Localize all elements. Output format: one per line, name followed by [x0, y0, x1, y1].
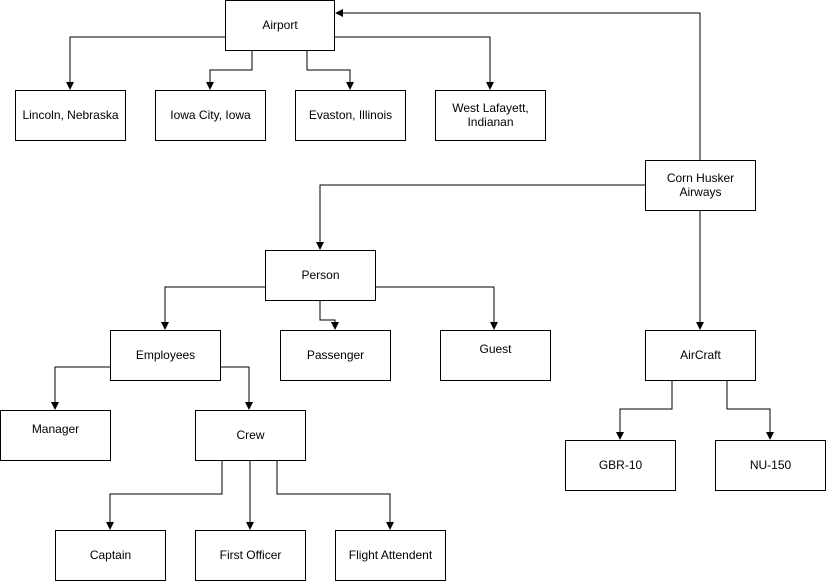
node-iowa-city[interactable]: Iowa City, Iowa: [155, 90, 266, 141]
edge-airport-evaston: [306, 51, 354, 90]
node-gbr-10-label: GBR-10: [598, 457, 643, 472]
node-nu-150[interactable]: NU-150: [715, 440, 826, 491]
node-crew[interactable]: Crew: [195, 410, 306, 461]
edge-airport-lincoln: [66, 36, 225, 90]
node-airport-label: Airport: [262, 17, 298, 32]
node-nu-150-label: NU-150: [749, 457, 792, 472]
node-guest[interactable]: Guest: [440, 330, 551, 381]
edge-employees-crew: [220, 366, 253, 410]
edge-crew-flight-attendent: [276, 460, 394, 530]
node-west-lafayett-label: West Lafayett, Indianan: [452, 100, 529, 129]
node-passenger[interactable]: Passenger: [280, 330, 391, 381]
node-first-officer[interactable]: First Officer: [195, 530, 306, 581]
node-aircraft-label: AirCraft: [680, 347, 721, 362]
node-airport[interactable]: Airport: [225, 0, 335, 51]
node-manager-label: Manager: [31, 422, 80, 436]
node-manager[interactable]: Manager: [0, 410, 111, 461]
node-lincoln-label: Lincoln, Nebraska: [22, 107, 119, 122]
edge-aircraft-gbr10: [616, 380, 673, 440]
node-lincoln[interactable]: Lincoln, Nebraska: [15, 90, 126, 141]
node-captain-label: Captain: [89, 547, 132, 562]
edge-employees-manager: [51, 366, 110, 410]
edge-crew-captain: [106, 460, 223, 530]
edge-person-employees: [161, 286, 265, 330]
node-evaston-label: Evaston, Illinois: [308, 107, 393, 122]
node-evaston[interactable]: Evaston, Illinois: [295, 90, 406, 141]
node-flight-attendent[interactable]: Flight Attendent: [335, 530, 446, 581]
node-employees-label: Employees: [135, 347, 196, 362]
node-west-lafayett[interactable]: West Lafayett, Indianan: [435, 90, 546, 141]
node-crew-label: Crew: [236, 427, 265, 442]
edge-airport-west-lafayett: [335, 36, 494, 90]
edge-person-guest: [375, 286, 498, 330]
node-corn-husker-airways[interactable]: Corn Husker Airways: [645, 160, 756, 211]
node-flight-attendent-label: Flight Attendent: [348, 547, 433, 562]
node-employees[interactable]: Employees: [110, 330, 221, 381]
edge-cornhusker-airport: [335, 9, 701, 160]
node-captain[interactable]: Captain: [55, 530, 166, 581]
node-first-officer-label: First Officer: [219, 547, 282, 562]
node-aircraft[interactable]: AirCraft: [645, 330, 756, 381]
edge-airport-iowa-city: [206, 51, 253, 90]
node-gbr-10[interactable]: GBR-10: [565, 440, 676, 491]
node-person-label: Person: [301, 267, 340, 282]
edge-aircraft-nu150: [726, 380, 774, 440]
edge-person-passenger: [319, 300, 339, 330]
node-corn-husker-airways-label: Corn Husker Airways: [666, 170, 735, 199]
edge-cornhusker-person: [316, 184, 645, 250]
node-iowa-city-label: Iowa City, Iowa: [170, 107, 251, 122]
node-passenger-label: Passenger: [306, 347, 365, 362]
node-person[interactable]: Person: [265, 250, 376, 301]
node-guest-label: Guest: [479, 342, 512, 356]
